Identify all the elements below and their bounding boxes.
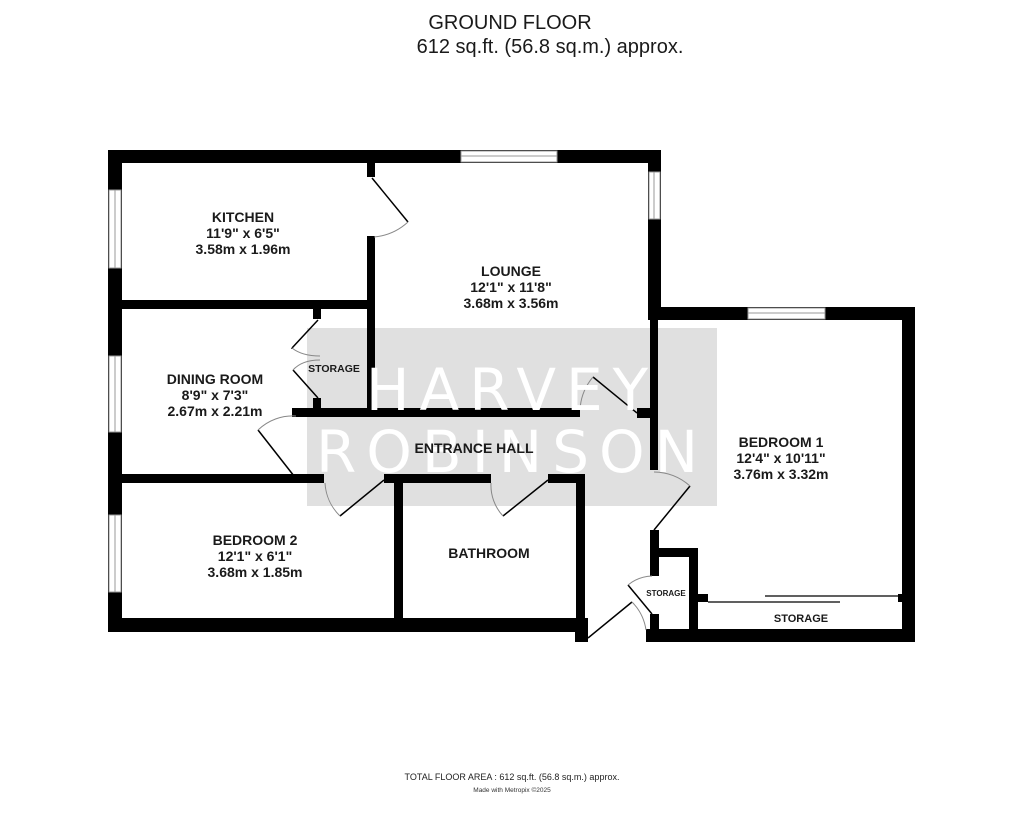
total-floor-area: TOTAL FLOOR AREA : 612 sq.ft. (56.8 sq.m… bbox=[404, 772, 620, 782]
room-storage-bedroom1: STORAGE bbox=[773, 613, 829, 625]
room-bedroom-1: BEDROOM 1 12'4" x 10'11" 3.76m x 3.32m bbox=[734, 434, 829, 482]
room-storage-dining: STORAGE bbox=[308, 363, 360, 375]
room-name: ENTRANCE HALL bbox=[414, 440, 534, 456]
room-name: BEDROOM 1 bbox=[738, 434, 824, 450]
room-entrance-hall: ENTRANCE HALL bbox=[415, 440, 534, 456]
room-dim-imperial: 12'1" x 11'8" bbox=[470, 279, 552, 295]
room-name: BEDROOM 2 bbox=[212, 532, 298, 548]
floor-area: 612 sq.ft. (56.8 sq.m.) approx. bbox=[416, 36, 684, 58]
room-name: KITCHEN bbox=[211, 209, 275, 225]
watermark-line2: ROBINSON bbox=[315, 418, 709, 486]
room-lounge: LOUNGE 12'1" x 11'8" 3.68m x 3.56m bbox=[464, 263, 559, 311]
room-bedroom-2: BEDROOM 2 12'1" x 6'1" 3.68m x 1.85m bbox=[208, 532, 303, 580]
windows bbox=[108, 150, 826, 593]
room-kitchen: KITCHEN 11'9" x 6'5" 3.58m x 1.96m bbox=[196, 209, 291, 257]
room-dim-metric: 3.76m x 3.32m bbox=[733, 466, 829, 482]
room-name: LOUNGE bbox=[481, 263, 541, 279]
room-dining-room: DINING ROOM 8'9" x 7'3" 2.67m x 2.21m bbox=[167, 371, 263, 419]
room-storage-entry: STORAGE bbox=[646, 589, 686, 598]
credit: Made with Metropix ©2025 bbox=[473, 787, 551, 794]
room-dim-metric: 3.58m x 1.96m bbox=[195, 241, 291, 257]
watermark-line1: HARVEY bbox=[365, 356, 659, 424]
floor-title: GROUND FLOOR bbox=[428, 12, 592, 34]
room-dim-imperial: 8'9" x 7'3" bbox=[181, 387, 249, 403]
room-dim-imperial: 12'1" x 6'1" bbox=[217, 548, 293, 564]
room-dim-metric: 3.68m x 1.85m bbox=[207, 564, 303, 580]
room-dim-metric: 2.67m x 2.21m bbox=[167, 403, 263, 419]
room-dim-imperial: 11'9" x 6'5" bbox=[206, 225, 280, 241]
room-dim-imperial: 12'4" x 10'11" bbox=[736, 450, 826, 466]
doors bbox=[257, 177, 898, 639]
room-name: BATHROOM bbox=[448, 545, 530, 561]
room-name: DINING ROOM bbox=[166, 371, 264, 387]
room-dim-metric: 3.68m x 3.56m bbox=[463, 295, 559, 311]
room-bathroom: BATHROOM bbox=[448, 545, 529, 561]
